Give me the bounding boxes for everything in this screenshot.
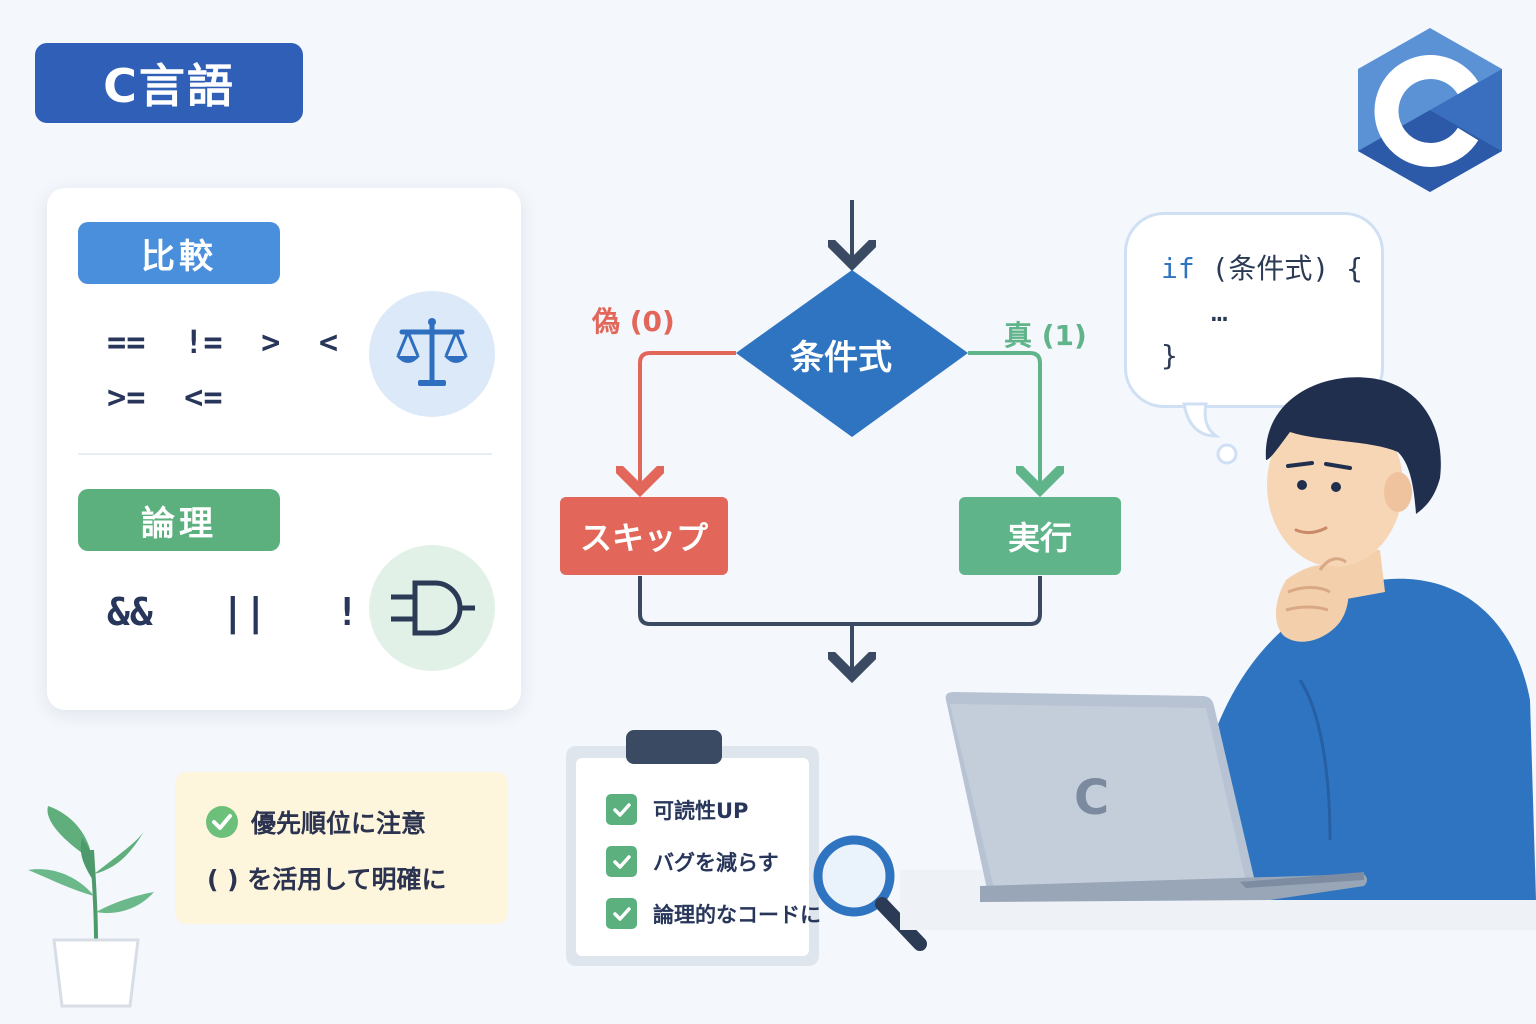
logical-label: 論理 [78,489,280,551]
code-keyword: if [1161,252,1195,285]
checklist-label: バグを減らす [653,850,779,875]
execute-box: 実行 [959,497,1121,575]
comparison-label: 比較 [78,222,280,284]
thinking-person-illustration [1190,377,1536,900]
tip-item-precedence: 優先順位に注意 [205,804,426,840]
logical-operators-row: && || ! [107,590,359,634]
scale-icon [369,291,495,417]
code-condition: (条件式) { [1194,252,1364,285]
checkbox-icon [606,794,637,825]
clipboard-paper: 可読性UP バグを減らす 論理的なコードに [576,758,821,956]
condition-diamond [736,270,968,437]
clipboard-icon: 可読性UP バグを減らす 論理的なコードに [566,746,821,966]
divider [78,453,492,455]
checklist-item: 可読性UP [606,794,748,825]
checklist-label: 可読性UP [653,798,749,823]
tip-text-2: ( ) を活用して明確に [207,865,447,894]
comparison-operators-row-1: == != > < [107,323,339,361]
tip-text-1: 優先順位に注意 [251,809,427,838]
merge-line [638,576,1042,626]
skip-box: スキップ [560,497,728,575]
clipboard-clamp [626,730,722,764]
true-label: 真 (1) [1004,319,1087,352]
page-title: C言語 [35,43,303,123]
laptop-illustration [945,692,1367,902]
true-branch-line [968,351,1040,490]
flowchart-diagram [540,200,1140,690]
false-label: 偽 (0) [592,305,675,338]
checklist-item: バグを減らす [606,846,779,877]
bubble-tail [1182,402,1238,465]
plant-illustration [28,806,154,1008]
and-gate-icon [369,545,495,671]
comparison-operators-row-2: >= <= [107,378,223,416]
checklist-label: 論理的なコードに [653,902,821,927]
check-circle-icon [206,806,238,838]
code-thought-bubble: if (条件式) { … } [1124,212,1384,408]
c-language-logo [1358,28,1502,192]
checkbox-icon [606,846,637,877]
code-line-3: } [1161,339,1178,372]
magnifier-icon [813,835,927,951]
laptop-logo: C [1074,770,1110,826]
operators-card: 比較 == != > < >= <= 論理 && || ! [47,188,521,710]
tips-note: 優先順位に注意 ( ) を活用して明確に [175,772,508,924]
checklist-item: 論理的なコードに [606,898,821,929]
false-branch-line [640,351,736,490]
code-line-1: if (条件式) { [1161,247,1363,287]
code-line-2: … [1211,295,1228,328]
checkbox-icon [606,898,637,929]
condition-label: 条件式 [790,338,892,378]
